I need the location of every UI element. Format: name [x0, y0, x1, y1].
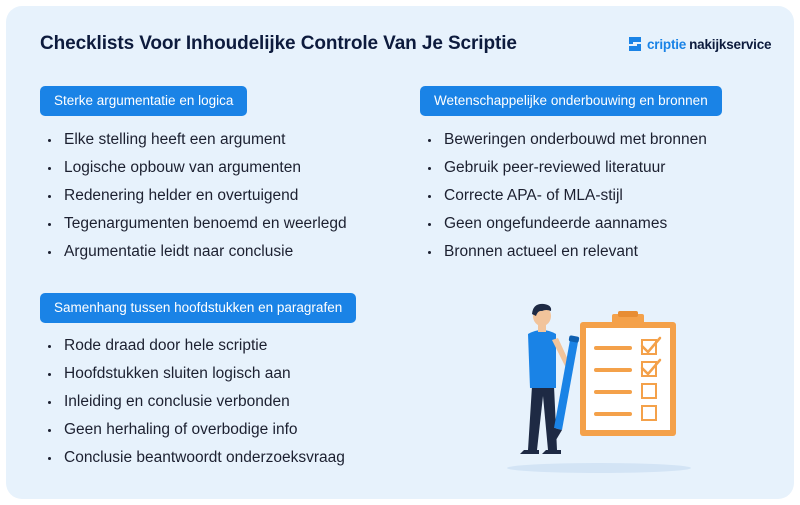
clipboard-icon [580, 311, 676, 436]
section-heading-samenhang: Samenhang tussen hoofdstukken en paragra… [40, 293, 357, 323]
checklist-line [594, 390, 632, 394]
list-item: Conclusie beantwoordt onderzoeksvraag [44, 444, 345, 472]
checkmark-icon [640, 336, 662, 354]
list-item: Logische opbouw van argumenten [44, 154, 347, 182]
list-item: Redenering helder en overtuigend [44, 182, 347, 210]
person-with-checklist-icon [507, 303, 691, 473]
list-item: Geen ongefundeerde aannames [424, 210, 707, 238]
section-heading-bronnen: Wetenschappelijke onderbouwing en bronne… [420, 86, 722, 116]
s-logo-icon [629, 37, 641, 51]
list-item: Argumentatie leidt naar conclusie [44, 238, 347, 266]
checklist-line [594, 346, 632, 350]
list-item: Hoofdstukken sluiten logisch aan [44, 360, 345, 388]
checklist-line [594, 368, 632, 372]
list-item: Bronnen actueel en relevant [424, 238, 707, 266]
brand-name-part1: criptie [647, 36, 687, 52]
brand-name-part2: nakijkservice [689, 36, 772, 52]
checklist-argumentatie: Elke stelling heeft een argument Logisch… [44, 126, 347, 266]
infographic-card: Checklists Voor Inhoudelijke Controle Va… [6, 6, 794, 499]
checklist-bronnen: Beweringen onderbouwd met bronnen Gebrui… [424, 126, 707, 266]
checkbox-icon [641, 405, 657, 421]
checkbox-icon [641, 383, 657, 399]
pen-icon [554, 335, 580, 440]
list-item: Rode draad door hele scriptie [44, 332, 345, 360]
list-item: Tegenargumenten benoemd en weerlegd [44, 210, 347, 238]
checklist-line [594, 412, 632, 416]
checkmark-icon [640, 358, 662, 376]
checklist-samenhang: Rode draad door hele scriptie Hoofdstukk… [44, 332, 345, 472]
section-heading-argumentatie: Sterke argumentatie en logica [40, 86, 248, 116]
list-item: Gebruik peer-reviewed literatuur [424, 154, 707, 182]
person-figure [520, 303, 570, 454]
list-item: Inleiding en conclusie verbonden [44, 388, 345, 416]
page-title: Checklists Voor Inhoudelijke Controle Va… [40, 33, 517, 54]
list-item: Beweringen onderbouwd met bronnen [424, 126, 707, 154]
list-item: Correcte APA- of MLA-stijl [424, 182, 707, 210]
ground-shadow [507, 463, 691, 473]
list-item: Elke stelling heeft een argument [44, 126, 347, 154]
list-item: Geen herhaling of overbodige info [44, 416, 345, 444]
